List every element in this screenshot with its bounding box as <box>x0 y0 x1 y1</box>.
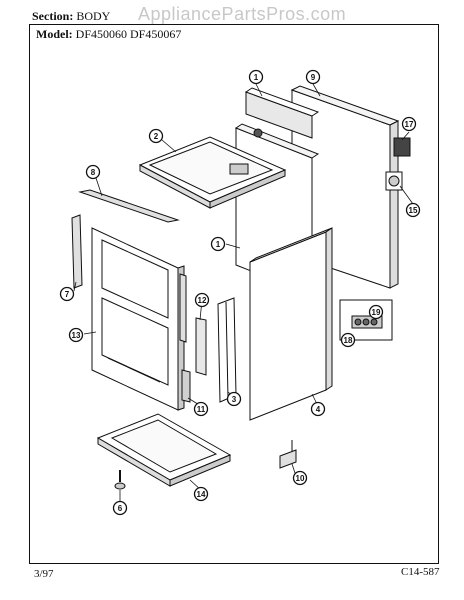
callout-13-marker: 13 <box>68 327 84 343</box>
callout-10-label: 10 <box>296 474 305 483</box>
callout-6-label: 6 <box>118 504 123 513</box>
callout-19-marker: 19 <box>368 304 384 320</box>
callout-19-label: 19 <box>372 308 381 317</box>
side-panel-front-part <box>249 227 333 421</box>
callout-9-label: 9 <box>311 73 316 82</box>
watermark: AppliancePartsPros.com <box>138 4 347 24</box>
model-label: Model: <box>36 27 73 41</box>
callout-7-label: 7 <box>65 290 70 299</box>
vertical-channel-part <box>217 297 237 403</box>
callout-15-label: 15 <box>409 206 418 215</box>
callout-14-label: 14 <box>197 490 206 499</box>
callout-11-marker: 11 <box>193 401 209 417</box>
hinge-part <box>181 369 191 403</box>
callout-2-label: 2 <box>154 132 159 141</box>
section-value: BODY <box>76 9 111 23</box>
label-part <box>393 137 411 157</box>
callout-9-marker: 9 <box>305 69 321 85</box>
callout-1-label: 1 <box>216 240 221 249</box>
footer-code: C14-587 <box>401 566 440 578</box>
callout-10-marker: 10 <box>292 470 308 486</box>
leveling-leg-part <box>114 470 126 490</box>
model-header: Model: DF450060 DF450067 <box>36 27 181 42</box>
rear-bracket-part <box>244 87 320 139</box>
trim-strip-part <box>78 189 180 223</box>
callout-14-marker: 14 <box>193 486 209 502</box>
bottom-pan-part <box>96 413 232 487</box>
callout-5-marker: 1 <box>248 69 264 85</box>
diagram-frame <box>29 24 439 564</box>
section-label: Section: <box>32 9 74 23</box>
callout-11-label: 11 <box>197 405 206 414</box>
callout-17-label: 17 <box>405 120 414 129</box>
callout-12-label: 12 <box>198 296 207 305</box>
callout-3-marker: 3 <box>226 391 242 407</box>
vertical-strips-part <box>179 273 207 376</box>
footer-date: 3/97 <box>34 568 54 580</box>
callout-17-marker: 17 <box>401 116 417 132</box>
callout-8-marker: 8 <box>85 164 101 180</box>
vent-part <box>385 171 403 191</box>
callout-3-label: 3 <box>232 395 237 404</box>
callout-1-marker: 1 <box>210 236 226 252</box>
callout-7-marker: 7 <box>59 286 75 302</box>
callout-8-label: 8 <box>91 168 96 177</box>
model-value: DF450060 DF450067 <box>75 27 182 41</box>
section-header: Section: BODY <box>32 9 110 24</box>
callout-12-marker: 12 <box>194 292 210 308</box>
callout-18-label: 18 <box>344 336 353 345</box>
front-frame-part <box>91 227 185 411</box>
side-trim-part <box>71 214 83 289</box>
top-panel-part <box>138 136 287 209</box>
callout-13-label: 13 <box>72 331 81 340</box>
bracket-part <box>279 440 297 469</box>
callout-4-marker: 4 <box>310 401 326 417</box>
callout-15-marker: 15 <box>405 202 421 218</box>
callout-5-label: 1 <box>254 73 259 82</box>
callout-18-marker: 18 <box>340 332 356 348</box>
callout-2-marker: 2 <box>148 128 164 144</box>
callout-6-marker: 6 <box>112 500 128 516</box>
callout-4-label: 4 <box>316 405 321 414</box>
